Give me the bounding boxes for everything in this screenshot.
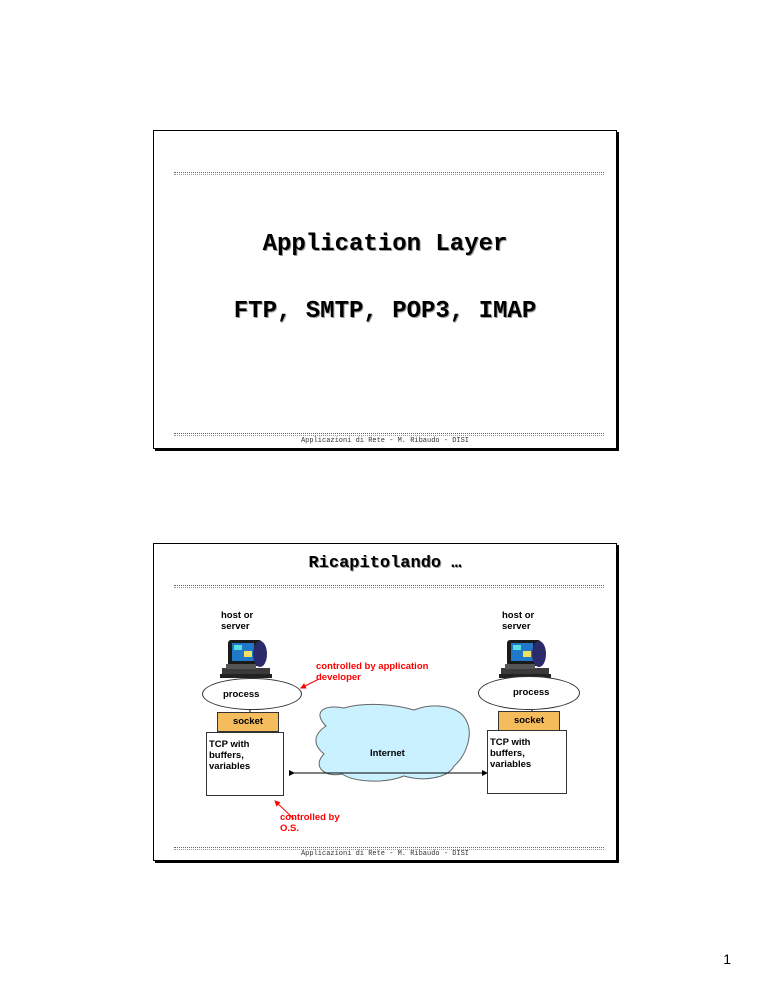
slide-application-layer: Application Layer FTP, SMTP, POP3, IMAP … [153, 130, 617, 449]
left-host-label: host or server [221, 610, 254, 632]
right-socket: socket [498, 711, 560, 731]
slide-footer: Applicazioni di Rete - M. Ribaudo - DISI [300, 437, 470, 445]
os-annotation-arrow [274, 800, 295, 820]
computer-icon [499, 640, 551, 678]
left-process: process [202, 678, 302, 710]
process-label: process [223, 689, 260, 700]
internet-label: Internet [370, 748, 405, 759]
left-socket: socket [217, 712, 279, 732]
left-tcp-box: TCP with buffers, variables [206, 732, 284, 796]
slide-footer: Applicazioni di Rete - M. Ribaudo - DISI [300, 850, 470, 858]
page-number: 1 [723, 951, 731, 967]
bottom-rule [174, 433, 604, 436]
developer-annotation: controlled by application developer [316, 661, 429, 683]
computer-icon [220, 640, 272, 678]
os-annotation: controlled by O.S. [280, 812, 340, 834]
internet-cloud [315, 703, 470, 782]
slide-title: Ricapitolando … [308, 554, 462, 573]
right-host-label: host or server [502, 610, 535, 632]
top-rule [174, 172, 604, 175]
slide-title: Application Layer [262, 231, 508, 258]
tcp-label: TCP with buffers, variables [490, 737, 532, 770]
process-label: process [513, 687, 550, 698]
developer-annotation-arrow [300, 678, 320, 689]
right-process: process [478, 676, 580, 710]
slide-subtitle: FTP, SMTP, POP3, IMAP [233, 298, 537, 325]
tcp-label: TCP with buffers, variables [209, 739, 251, 772]
top-rule [174, 585, 604, 588]
diagram-connectors [220, 640, 551, 820]
bottom-rule [174, 847, 604, 850]
slide-ricapitolando: Ricapitolando … [153, 543, 617, 861]
right-tcp-box: TCP with buffers, variables [487, 730, 567, 794]
